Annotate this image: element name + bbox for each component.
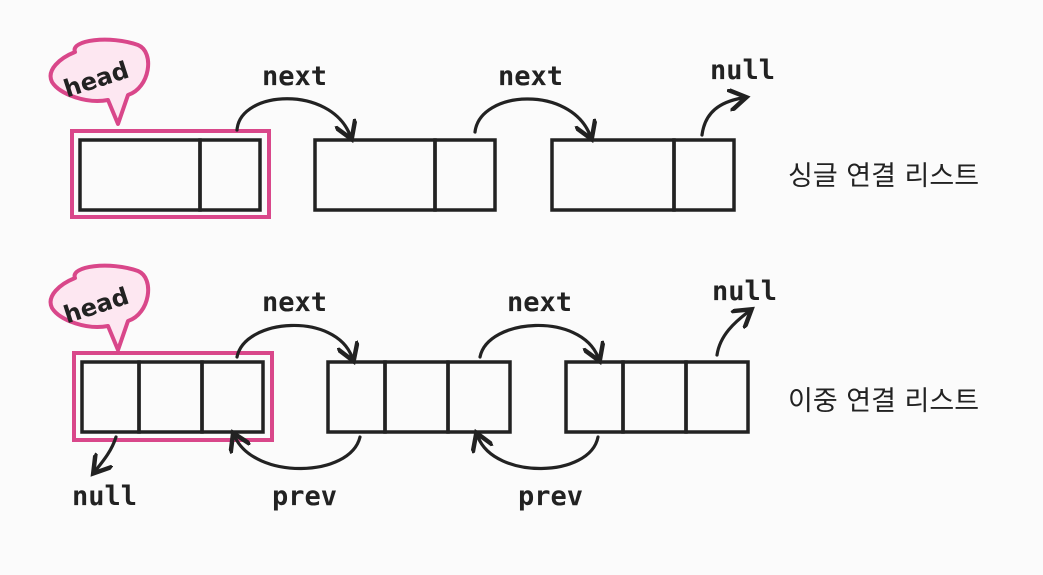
singly-head-highlight [70,129,271,219]
singly-node-3 [550,138,736,212]
singly-null-arrow [700,98,742,137]
doubly-next-arrow-1 [235,323,352,357]
doubly-prev-arrow-1 [235,437,362,471]
doubly-next-label-1: next [262,287,327,318]
singly-linked-list: head next next null 싱글 연결 리스트 [48,37,979,219]
doubly-head-highlight [72,351,274,442]
singly-node-1 [70,129,271,219]
doubly-node-2-data [383,360,450,434]
doubly-node-2-prev [326,360,387,434]
singly-title: 싱글 연결 리스트 [788,161,979,192]
doubly-node-3-prev [564,360,625,434]
singly-node-1-next [198,138,262,212]
doubly-head-null-arrow [96,435,118,470]
doubly-node-3 [564,360,750,434]
singly-node-3-next [672,138,736,212]
doubly-linked-list: head next next null [48,263,979,512]
doubly-next-arrow-2 [478,323,598,357]
doubly-next-label-2: next [507,287,572,318]
doubly-title: 이중 연결 리스트 [788,386,979,417]
doubly-head-bubble: head [48,263,151,352]
singly-node-1-data [78,138,202,212]
singly-next-label-1: next [262,61,327,92]
doubly-node-2-next [446,360,512,434]
doubly-node-1-prev [80,360,141,434]
singly-node-2-next [433,138,497,212]
doubly-node-1-data [137,360,204,434]
doubly-node-1-next [200,360,265,434]
doubly-prev-label-2: prev [518,481,583,512]
doubly-prev-arrow-2 [478,437,600,471]
doubly-node-3-data [621,360,688,434]
singly-next-arrow-2 [473,97,590,135]
doubly-prev-label-1: prev [272,481,337,512]
doubly-tail-null-arrow [715,312,748,357]
singly-node-2 [313,138,497,212]
singly-node-3-data [550,138,676,212]
doubly-tail-null-label: null [712,276,777,307]
doubly-head-null-label: null [72,481,137,512]
doubly-node-1 [72,351,274,442]
singly-null-label: null [710,55,775,86]
singly-next-label-2: next [498,61,563,92]
singly-head-bubble: head [48,37,151,126]
doubly-node-3-next [684,360,750,434]
doubly-node-2 [326,360,512,434]
singly-node-2-data [313,138,437,212]
singly-next-arrow-1 [235,97,350,135]
